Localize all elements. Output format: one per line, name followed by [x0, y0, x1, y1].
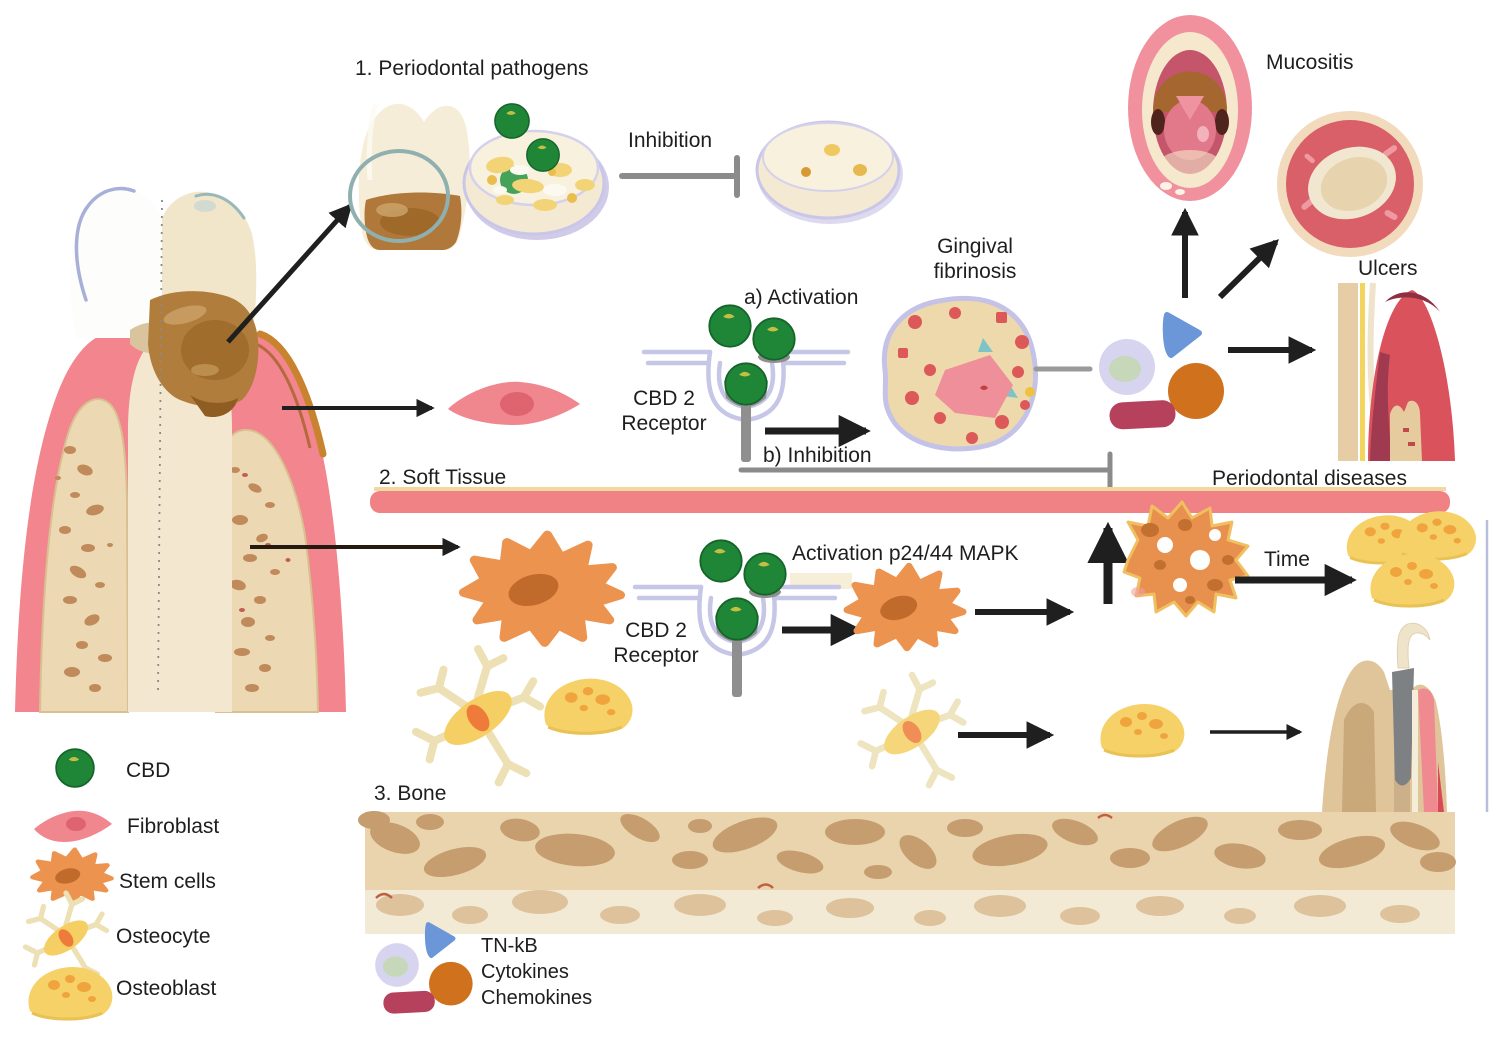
bone-layer-strip — [358, 811, 1456, 934]
osteocyte-cell — [861, 675, 964, 785]
cbd-molecule — [494, 103, 530, 139]
legend-label-osteoblast: Osteoblast — [116, 977, 217, 1000]
legend-fibroblast-icon — [34, 810, 112, 842]
legend-osteocyte-icon — [26, 893, 107, 980]
tooth-crown-left — [70, 187, 162, 338]
tooth-root — [128, 344, 232, 712]
ulcer-illustration — [1277, 111, 1423, 257]
inflammatory-mediators-cluster — [1099, 315, 1224, 430]
legend-label-osteocyte: Osteocyte — [116, 925, 211, 948]
inhibition-b-label: b) Inhibition — [763, 444, 872, 467]
proliferating-stem-cell-cluster — [1122, 500, 1250, 618]
petri-dish-inhibited — [755, 120, 903, 224]
section-2-heading: 2. Soft Tissue — [379, 466, 507, 489]
time-label: Time — [1264, 548, 1310, 571]
ulcers-label: Ulcers — [1358, 257, 1418, 280]
dental-implant-illustration — [1322, 622, 1447, 812]
inhibition-top-label: Inhibition — [628, 129, 713, 152]
osteoblast-cell — [1397, 509, 1478, 562]
alveolar-bone-left — [38, 398, 130, 713]
soft-tissue-layer-bar — [370, 487, 1450, 513]
bone-trabeculae-speckles — [55, 446, 280, 692]
legend-label-stem-cells: Stem cells — [119, 870, 216, 893]
section-1-heading: 1. Periodontal pathogens — [355, 57, 589, 80]
legend-icons — [26, 748, 473, 1023]
legend-mediators-label: TN-kB Cytokines Chemokines — [481, 935, 593, 1009]
alveolar-bone-right — [215, 429, 320, 713]
gingival-fibrinosis-cell — [881, 295, 1093, 452]
stem-cell-large — [464, 535, 621, 643]
legend-cbd-icon — [55, 748, 95, 788]
bone-red-speckles — [239, 473, 291, 612]
gingival-fibrinosis-label: Gingival fibrinosis — [933, 235, 1017, 283]
osteocyte-cell-large — [416, 649, 540, 782]
stem-cell-activated — [847, 566, 963, 648]
mucositis-label: Mucositis — [1266, 51, 1354, 74]
legend-label-fibroblast: Fibroblast — [127, 815, 220, 838]
activation-a-label: a) Activation — [744, 286, 859, 309]
fibroblast-cell — [448, 381, 580, 425]
periodontal-disease-gum-illustration — [1338, 282, 1455, 461]
cbd2-receptor-top-label: CBD 2 Receptor — [621, 387, 707, 435]
periodontal-diseases-label: Periodontal diseases — [1212, 467, 1407, 490]
legend-stemcell-icon — [33, 850, 112, 902]
petri-dish-with-pathogens — [462, 103, 609, 240]
inhibition-bar-top — [619, 155, 740, 198]
activation-mapk-label: Activation p24/44 MAPK — [792, 542, 1019, 565]
legend-label-cbd: CBD — [126, 759, 171, 782]
arrow-decay-to-tooth-closeup — [226, 203, 353, 344]
crown-outline-teal — [194, 192, 246, 220]
decayed-tooth-closeup — [348, 103, 470, 250]
mouth-mucositis-illustration — [1128, 15, 1252, 201]
cbd2-receptor-bottom-label: CBD 2 Receptor — [613, 619, 699, 667]
tooth-anatomy-illustration — [15, 186, 346, 713]
osteoblast-cell — [542, 677, 635, 737]
gum-inflamed-margin — [256, 330, 327, 458]
osteoblast-cell — [1098, 702, 1186, 760]
caries-circle-highlight — [348, 149, 450, 243]
arrow-to-ulcers — [1217, 239, 1279, 300]
crown-outline-blue — [74, 186, 136, 302]
section-3-heading: 3. Bone — [374, 782, 447, 805]
legend-mediators-icon — [375, 924, 473, 1014]
cbd2-receptor-membrane-top — [644, 305, 848, 462]
cbd-molecule — [526, 138, 560, 172]
inhibition-bar-b — [738, 451, 1113, 491]
